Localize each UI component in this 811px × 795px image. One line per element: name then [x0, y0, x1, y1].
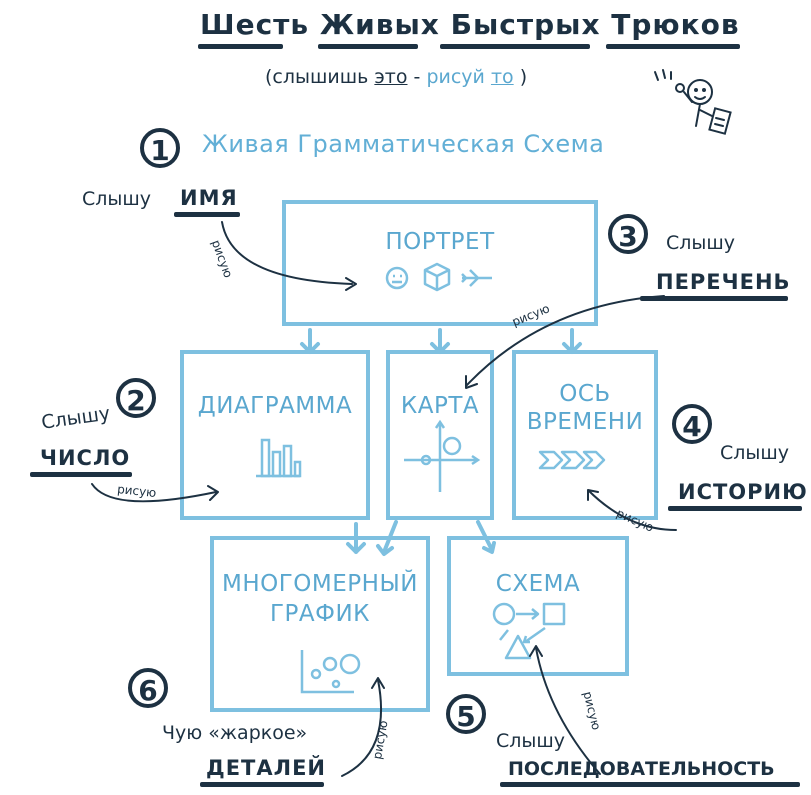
- name-keyword: ИМЯ: [180, 186, 238, 210]
- box-scheme-label: СХЕМА: [495, 571, 581, 597]
- feel-label: Чую «жаркое»: [162, 722, 308, 744]
- story-underline: [668, 506, 802, 511]
- box-portrait: ПОРТРЕТ: [282, 200, 598, 326]
- seq-underline: [500, 782, 800, 787]
- step-number-4: 4: [672, 404, 712, 444]
- step-number-3: 3: [608, 214, 648, 254]
- chevron-arrows-icon: [538, 450, 606, 470]
- details-underline: [200, 782, 324, 787]
- hear-name-label: Слышу: [82, 188, 152, 210]
- step-number-2: 2: [116, 378, 156, 418]
- crosshair-map-icon: [404, 419, 481, 492]
- box-scheme: СХЕМА: [447, 536, 629, 676]
- box-timeline-label-2: ВРЕМЕНИ: [526, 409, 644, 435]
- subtitle-dash: -: [413, 66, 421, 88]
- hear-list-label: Слышу: [666, 232, 736, 254]
- box-diagram: ДИАГРАММА: [180, 350, 370, 520]
- step-number-5: 5: [446, 694, 486, 734]
- bar-chart-icon: [256, 438, 302, 478]
- bubble-plot-icon: [300, 650, 361, 694]
- details-keyword: ДЕТАЛЕЙ: [206, 756, 326, 780]
- list-keyword: ПЕРЕЧЕНЬ: [656, 270, 791, 294]
- face-icon: [385, 266, 409, 290]
- title-underline: [198, 44, 283, 49]
- box-portrait-label: ПОРТРЕТ: [385, 229, 495, 255]
- step-number-6: 6: [128, 668, 168, 708]
- subtitle-draw: рисуй: [426, 66, 485, 88]
- box-diagram-label: ДИАГРАММА: [197, 393, 353, 419]
- seq-keyword: ПОСЛЕДОВАТЕЛЬНОСТЬ: [508, 758, 775, 780]
- page-title: Шесть Живых Быстрых Трюков: [200, 8, 740, 41]
- box-timeline-label-1: ОСЬ: [559, 381, 611, 407]
- subtitle-that: то: [490, 66, 514, 88]
- box-timeline: ОСЬ ВРЕМЕНИ: [512, 350, 658, 520]
- section-title: Живая Грамматическая Схема: [202, 130, 605, 158]
- box-multivar-label-2: ГРАФИК: [270, 601, 370, 627]
- title-underline: [318, 44, 418, 49]
- hear-story-label: Слышу: [720, 442, 790, 464]
- box-map-label: КАРТА: [400, 393, 480, 419]
- airplane-icon: [461, 269, 492, 287]
- box-multivar-label-1: МНОГОМЕРНЫЙ: [222, 571, 418, 597]
- hear-seq-label: Слышу: [496, 730, 566, 752]
- number-keyword: ЧИСЛО: [40, 446, 131, 470]
- number-underline: [30, 472, 132, 477]
- title-underline: [606, 44, 740, 49]
- list-underline: [640, 296, 788, 301]
- story-keyword: ИСТОРИЮ: [678, 480, 808, 504]
- box-multivar: МНОГОМЕРНЫЙ ГРАФИК: [210, 536, 430, 712]
- title-underline: [440, 44, 590, 49]
- subtitle: (слышишь это - рисуй то ): [265, 66, 527, 88]
- subtitle-close: ): [519, 66, 528, 88]
- flow-shapes-icon: [492, 602, 566, 660]
- cube-icon: [423, 262, 451, 292]
- subtitle-this: это: [374, 66, 408, 88]
- subtitle-open: (слышишь: [265, 66, 369, 88]
- step-number-1: 1: [140, 128, 180, 168]
- name-underline: [174, 212, 240, 217]
